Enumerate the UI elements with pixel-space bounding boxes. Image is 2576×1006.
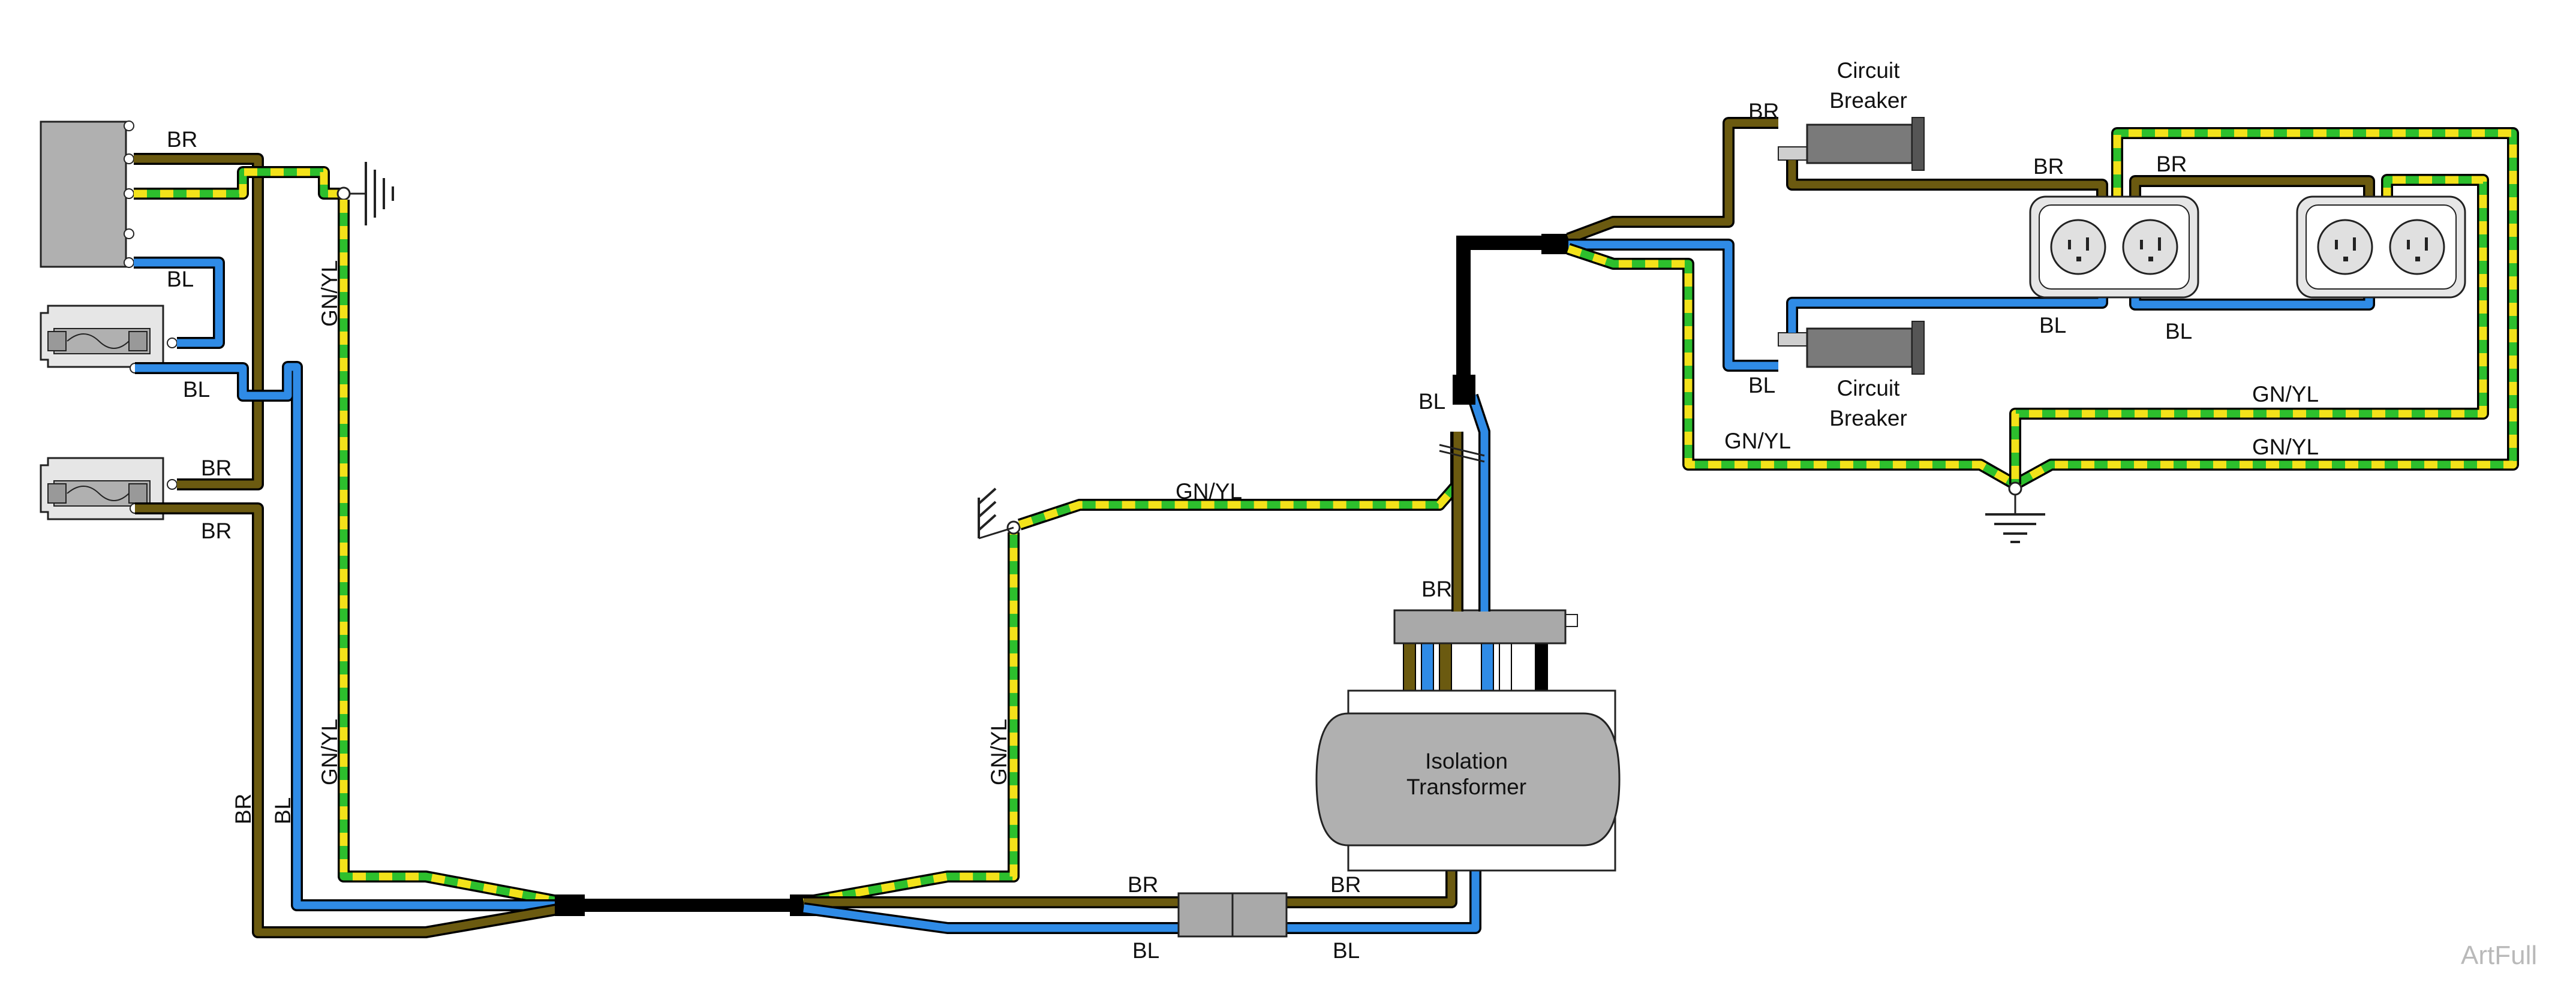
- fuse-holder-1: [40, 305, 178, 374]
- label-bl: BL: [1748, 373, 1775, 397]
- watermark: ArtFull: [2461, 941, 2537, 970]
- label-gnyl: GN/YL: [987, 719, 1011, 785]
- label-br: BR: [1330, 872, 1361, 897]
- label-bl: BL: [270, 797, 295, 824]
- transformer-label-line2: Transformer: [1406, 775, 1526, 799]
- wire-bl-main-left: [135, 361, 564, 911]
- label-gnyl: GN/YL: [317, 719, 342, 785]
- wire-gnyl-main-left: [338, 200, 565, 908]
- wire-gnyl-right-loop: [1566, 243, 2018, 490]
- label-bl: BL: [183, 377, 210, 402]
- wire-br-to-breaker-top: [1566, 117, 1778, 245]
- breaker-top-line1: Circuit: [1837, 58, 1901, 83]
- circuit-breaker-top: Circuit Breaker: [1778, 58, 1925, 171]
- wire-gnyl-outlet-inner: [2009, 174, 2489, 484]
- breaker-top-line2: Breaker: [1829, 88, 1907, 113]
- label-gnyl: GN/YL: [1176, 479, 1242, 504]
- wire-br-breaker-to-outlets: [1786, 160, 2108, 204]
- wire-br-inlet: [134, 153, 264, 490]
- label-bl: BL: [1132, 938, 1159, 963]
- label-bl: BL: [1333, 938, 1360, 963]
- label-br: BR: [201, 456, 232, 480]
- wire-bl-to-breaker-bottom: [1568, 239, 1778, 372]
- power-inlet-box: [40, 121, 134, 268]
- circuit-breaker-bottom: Circuit Breaker: [1778, 321, 1925, 430]
- duplex-outlet-2: [2296, 195, 2466, 299]
- label-br: BR: [2033, 154, 2064, 179]
- label-br: BR: [1748, 99, 1779, 124]
- wire-bl-inlet: [134, 257, 225, 349]
- isolation-transformer: Isolation Transformer: [1315, 609, 1621, 872]
- label-bl: BL: [1418, 389, 1445, 414]
- wire-gnyl-outlet-outer: [2012, 127, 2519, 490]
- fuse-holder-2: [40, 457, 178, 520]
- breaker-bottom-line1: Circuit: [1837, 376, 1901, 400]
- transformer-label-line1: Isolation: [1425, 749, 1508, 773]
- wire-gnyl-to-transformer: [1017, 432, 1462, 531]
- wire-br-outlet-jumper: [2129, 175, 2375, 201]
- wire-gnyl-inlet: [134, 166, 344, 200]
- label-gnyl: GN/YL: [317, 260, 342, 327]
- earth-ground-symbol: [1985, 481, 2045, 543]
- label-bl: BL: [167, 267, 194, 291]
- wire-gnyl-middle: [802, 532, 1020, 908]
- breaker-bottom-line2: Breaker: [1829, 406, 1907, 430]
- cable-bottom: [555, 894, 820, 916]
- label-br: BR: [231, 794, 256, 824]
- label-br: BR: [201, 519, 232, 543]
- wire-labels: BR BL BL BR BR GN/YL GN/YL BL BR GN/YL G…: [167, 99, 2319, 963]
- wire-br-main-left: [135, 502, 565, 938]
- inline-connector: [1177, 892, 1288, 938]
- ground-chassis-symbol-middle: [978, 487, 1021, 540]
- label-br: BR: [167, 127, 197, 152]
- label-gnyl: GN/YL: [2252, 382, 2319, 406]
- label-br: BR: [2156, 152, 2187, 176]
- label-br: BR: [1421, 577, 1452, 601]
- cable-top: [1453, 234, 1570, 405]
- label-bl: BL: [2039, 313, 2066, 338]
- label-gnyl: GN/YL: [1724, 429, 1791, 453]
- label-bl: BL: [2165, 319, 2192, 344]
- duplex-outlet-1: [2029, 195, 2199, 299]
- label-br: BR: [1128, 872, 1158, 897]
- wire-bl-transformer-up: [1466, 393, 1490, 612]
- wire-bl-outlet-jumper: [2129, 294, 2375, 311]
- break-mark: [1439, 444, 1485, 463]
- label-gnyl: GN/YL: [2252, 435, 2319, 459]
